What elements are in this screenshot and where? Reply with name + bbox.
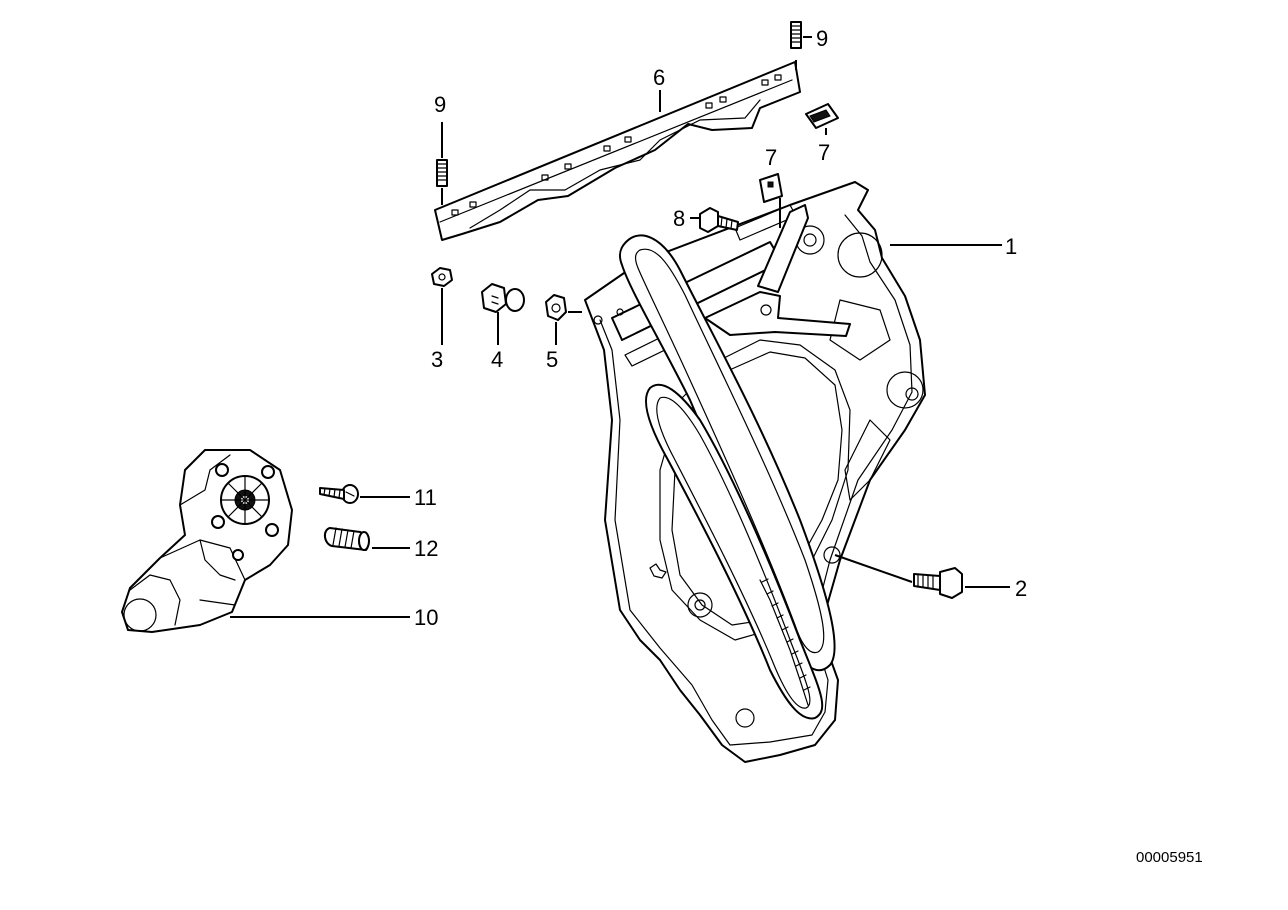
callout-8: 8: [673, 206, 685, 231]
window-regulator-frame-part: [584, 181, 926, 763]
nut-part: [545, 294, 567, 321]
hex-nut-part: [431, 267, 453, 287]
document-id: 00005951: [1136, 849, 1203, 866]
callout-9-right: 9: [816, 26, 828, 51]
flange-nut-part: [481, 283, 525, 313]
bolt-upper-part: [699, 207, 739, 233]
callout-7-upper: 7: [765, 145, 777, 170]
damper-sleeve-part: [324, 527, 370, 551]
stud-right-part: [790, 21, 802, 49]
callout-12: 12: [414, 536, 438, 561]
callout-10: 10: [414, 605, 438, 630]
window-motor-part: [121, 449, 293, 633]
callout-7-right: 7: [818, 140, 830, 165]
stud-left-part: [436, 159, 448, 187]
callout-1: 1: [1005, 234, 1017, 259]
mounting-rail-part: [434, 61, 801, 241]
clip-upper-part: [759, 173, 783, 203]
bolt-lower-part: [913, 567, 963, 599]
leader-lines: [230, 36, 1010, 618]
callout-5: 5: [546, 347, 558, 372]
callout-2: 2: [1015, 576, 1027, 601]
callout-6: 6: [653, 65, 665, 90]
callout-11: 11: [414, 485, 437, 510]
motor-screw-part: [319, 484, 359, 504]
callout-3: 3: [431, 347, 443, 372]
callout-9-left: 9: [434, 92, 446, 117]
callout-4: 4: [491, 347, 503, 372]
clip-right-part: [805, 103, 839, 129]
